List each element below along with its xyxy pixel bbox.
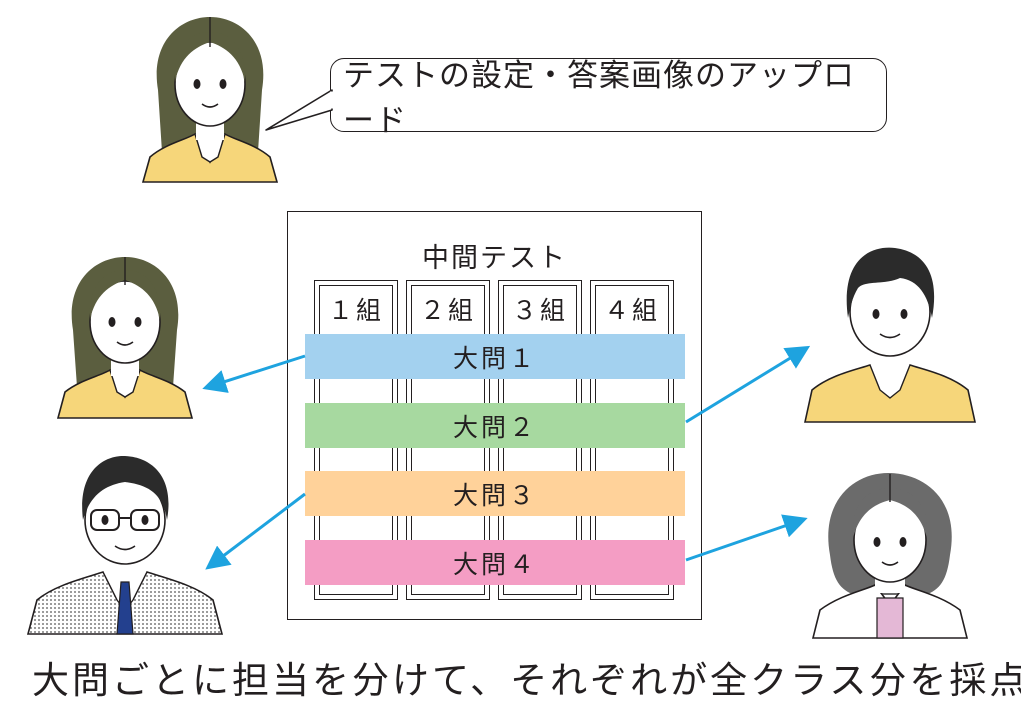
- arrow-question-4: [685, 514, 808, 562]
- diagram-caption: 大問ごとに担当を分けて、それぞれが全クラス分を採点: [32, 659, 1021, 702]
- question-band-4: 大問４: [305, 540, 685, 585]
- class-label-4: ４組: [603, 296, 660, 325]
- grader-3-avatar: [26, 455, 224, 635]
- question-label-3: 大問３: [452, 480, 537, 510]
- class-label-3: ３組: [511, 296, 568, 325]
- arrow-question-1: [202, 354, 306, 393]
- question-band-2: 大問２: [305, 403, 685, 448]
- question-label-1: 大問１: [452, 343, 537, 373]
- sheet-title: 中間テスト: [422, 243, 567, 274]
- speech-bubble-text: テストの設定・答案画像のアップロード: [343, 58, 855, 139]
- arrow-question-2: [685, 345, 811, 424]
- arrow-question-3: [205, 492, 306, 570]
- question-label-2: 大問２: [452, 412, 537, 442]
- class-label-2: ２組: [419, 296, 476, 325]
- grader-2-avatar: [804, 247, 976, 423]
- question-band-1: 大問１: [305, 334, 685, 379]
- class-label-1: １組: [327, 296, 384, 325]
- speech-bubble-tail: [265, 89, 333, 131]
- grader-1-avatar: [56, 257, 194, 419]
- grader-4-avatar: [811, 472, 969, 639]
- question-label-4: 大問４: [452, 549, 537, 579]
- question-band-3: 大問３: [305, 471, 685, 516]
- speech-bubble: テストの設定・答案画像のアップロード: [330, 58, 887, 139]
- teacher-uploader-avatar: [141, 17, 279, 183]
